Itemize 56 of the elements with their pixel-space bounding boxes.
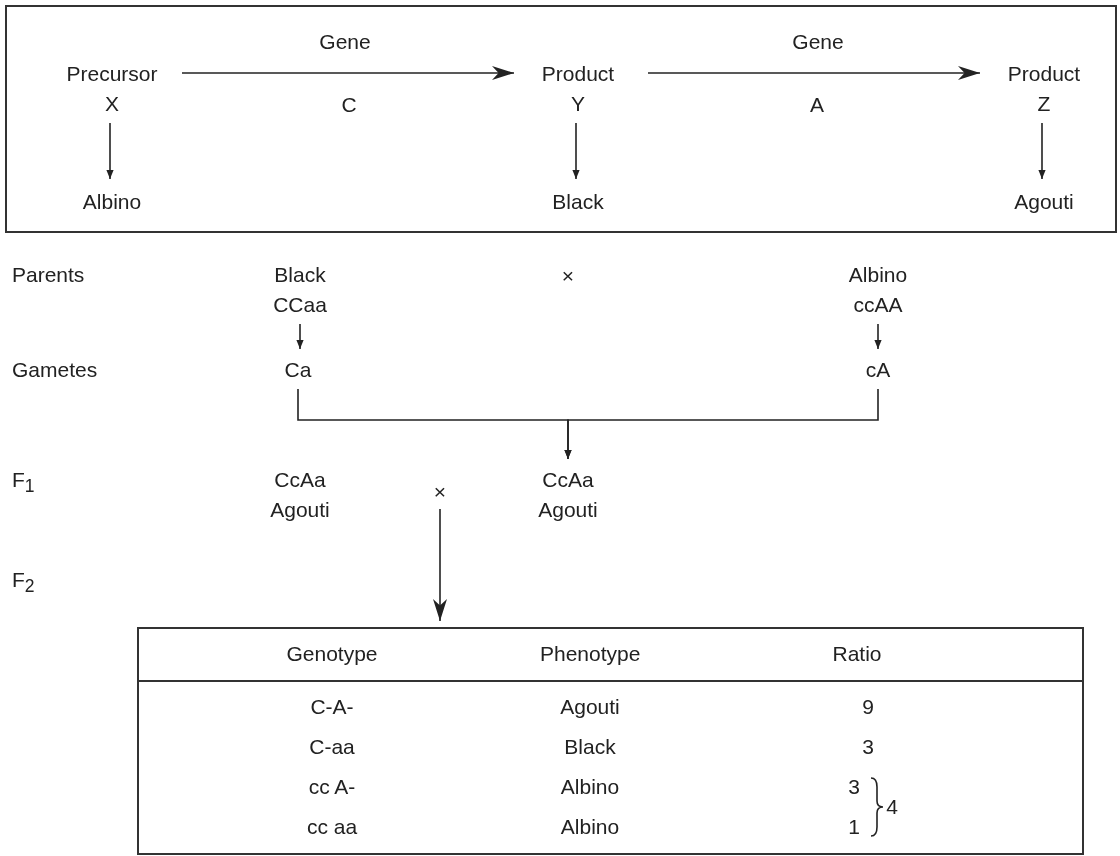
node-label: Agouti	[537, 497, 599, 523]
node-label: Y	[570, 91, 586, 117]
gene-label: Gene	[319, 29, 371, 55]
arrow	[564, 388, 879, 460]
table-value: 3	[861, 734, 875, 760]
node-label: Ca	[283, 357, 313, 383]
column-header: Phenotype	[540, 641, 640, 667]
table-value: Albino	[559, 774, 621, 800]
arrow	[181, 66, 515, 80]
node-label: Agouti	[269, 497, 331, 523]
arrow	[572, 122, 580, 180]
node-label: ccAA	[852, 292, 904, 318]
row-label: Parents	[12, 262, 85, 288]
node-label: cA	[864, 357, 892, 383]
cross-sign: ×	[561, 263, 575, 289]
cross-sign: ×	[432, 479, 448, 505]
ratio-total: 4	[885, 794, 899, 820]
pathway-panel	[5, 5, 1117, 233]
node-label: CCaa	[272, 292, 328, 318]
gene-name: A	[810, 92, 824, 118]
table-value: C-A-	[309, 694, 355, 720]
node-label: Product	[540, 61, 616, 87]
column-header: Genotype	[285, 641, 379, 667]
results-table	[137, 627, 1084, 855]
node-label: X	[104, 91, 120, 117]
arrow	[647, 66, 981, 80]
table-value: 1	[847, 814, 861, 840]
table-value: Black	[563, 734, 617, 760]
node-label: Albino	[847, 262, 909, 288]
table-value: cc aa	[305, 814, 359, 840]
table-value: Albino	[559, 814, 621, 840]
arrow	[106, 122, 114, 180]
node-label: Z	[1036, 91, 1052, 117]
arrow	[1038, 122, 1046, 180]
arrow	[433, 508, 447, 622]
table-value: 9	[861, 694, 875, 720]
node-label: Agouti	[1013, 189, 1075, 215]
node-label: Black	[551, 189, 605, 215]
table-value: 3	[847, 774, 861, 800]
table-value: Agouti	[559, 694, 621, 720]
generation-label: F$_{1}$	[12, 467, 35, 499]
column-header: Ratio	[831, 641, 883, 667]
node-label: Albino	[81, 189, 143, 215]
table-value: C-aa	[308, 734, 356, 760]
node-label: Black	[273, 262, 327, 288]
node-label: Precursor	[65, 61, 159, 87]
node-label: CcAa	[541, 467, 595, 493]
gene-name: C	[341, 92, 357, 118]
arrow	[874, 323, 882, 350]
node-label: Product	[1006, 61, 1082, 87]
arrow	[296, 323, 304, 350]
generation-label: F$_{2}$	[12, 567, 35, 599]
row-label: Gametes	[12, 357, 98, 383]
gene-label: Gene	[792, 29, 844, 55]
table-value: cc A-	[307, 774, 357, 800]
node-label: CcAa	[273, 467, 327, 493]
